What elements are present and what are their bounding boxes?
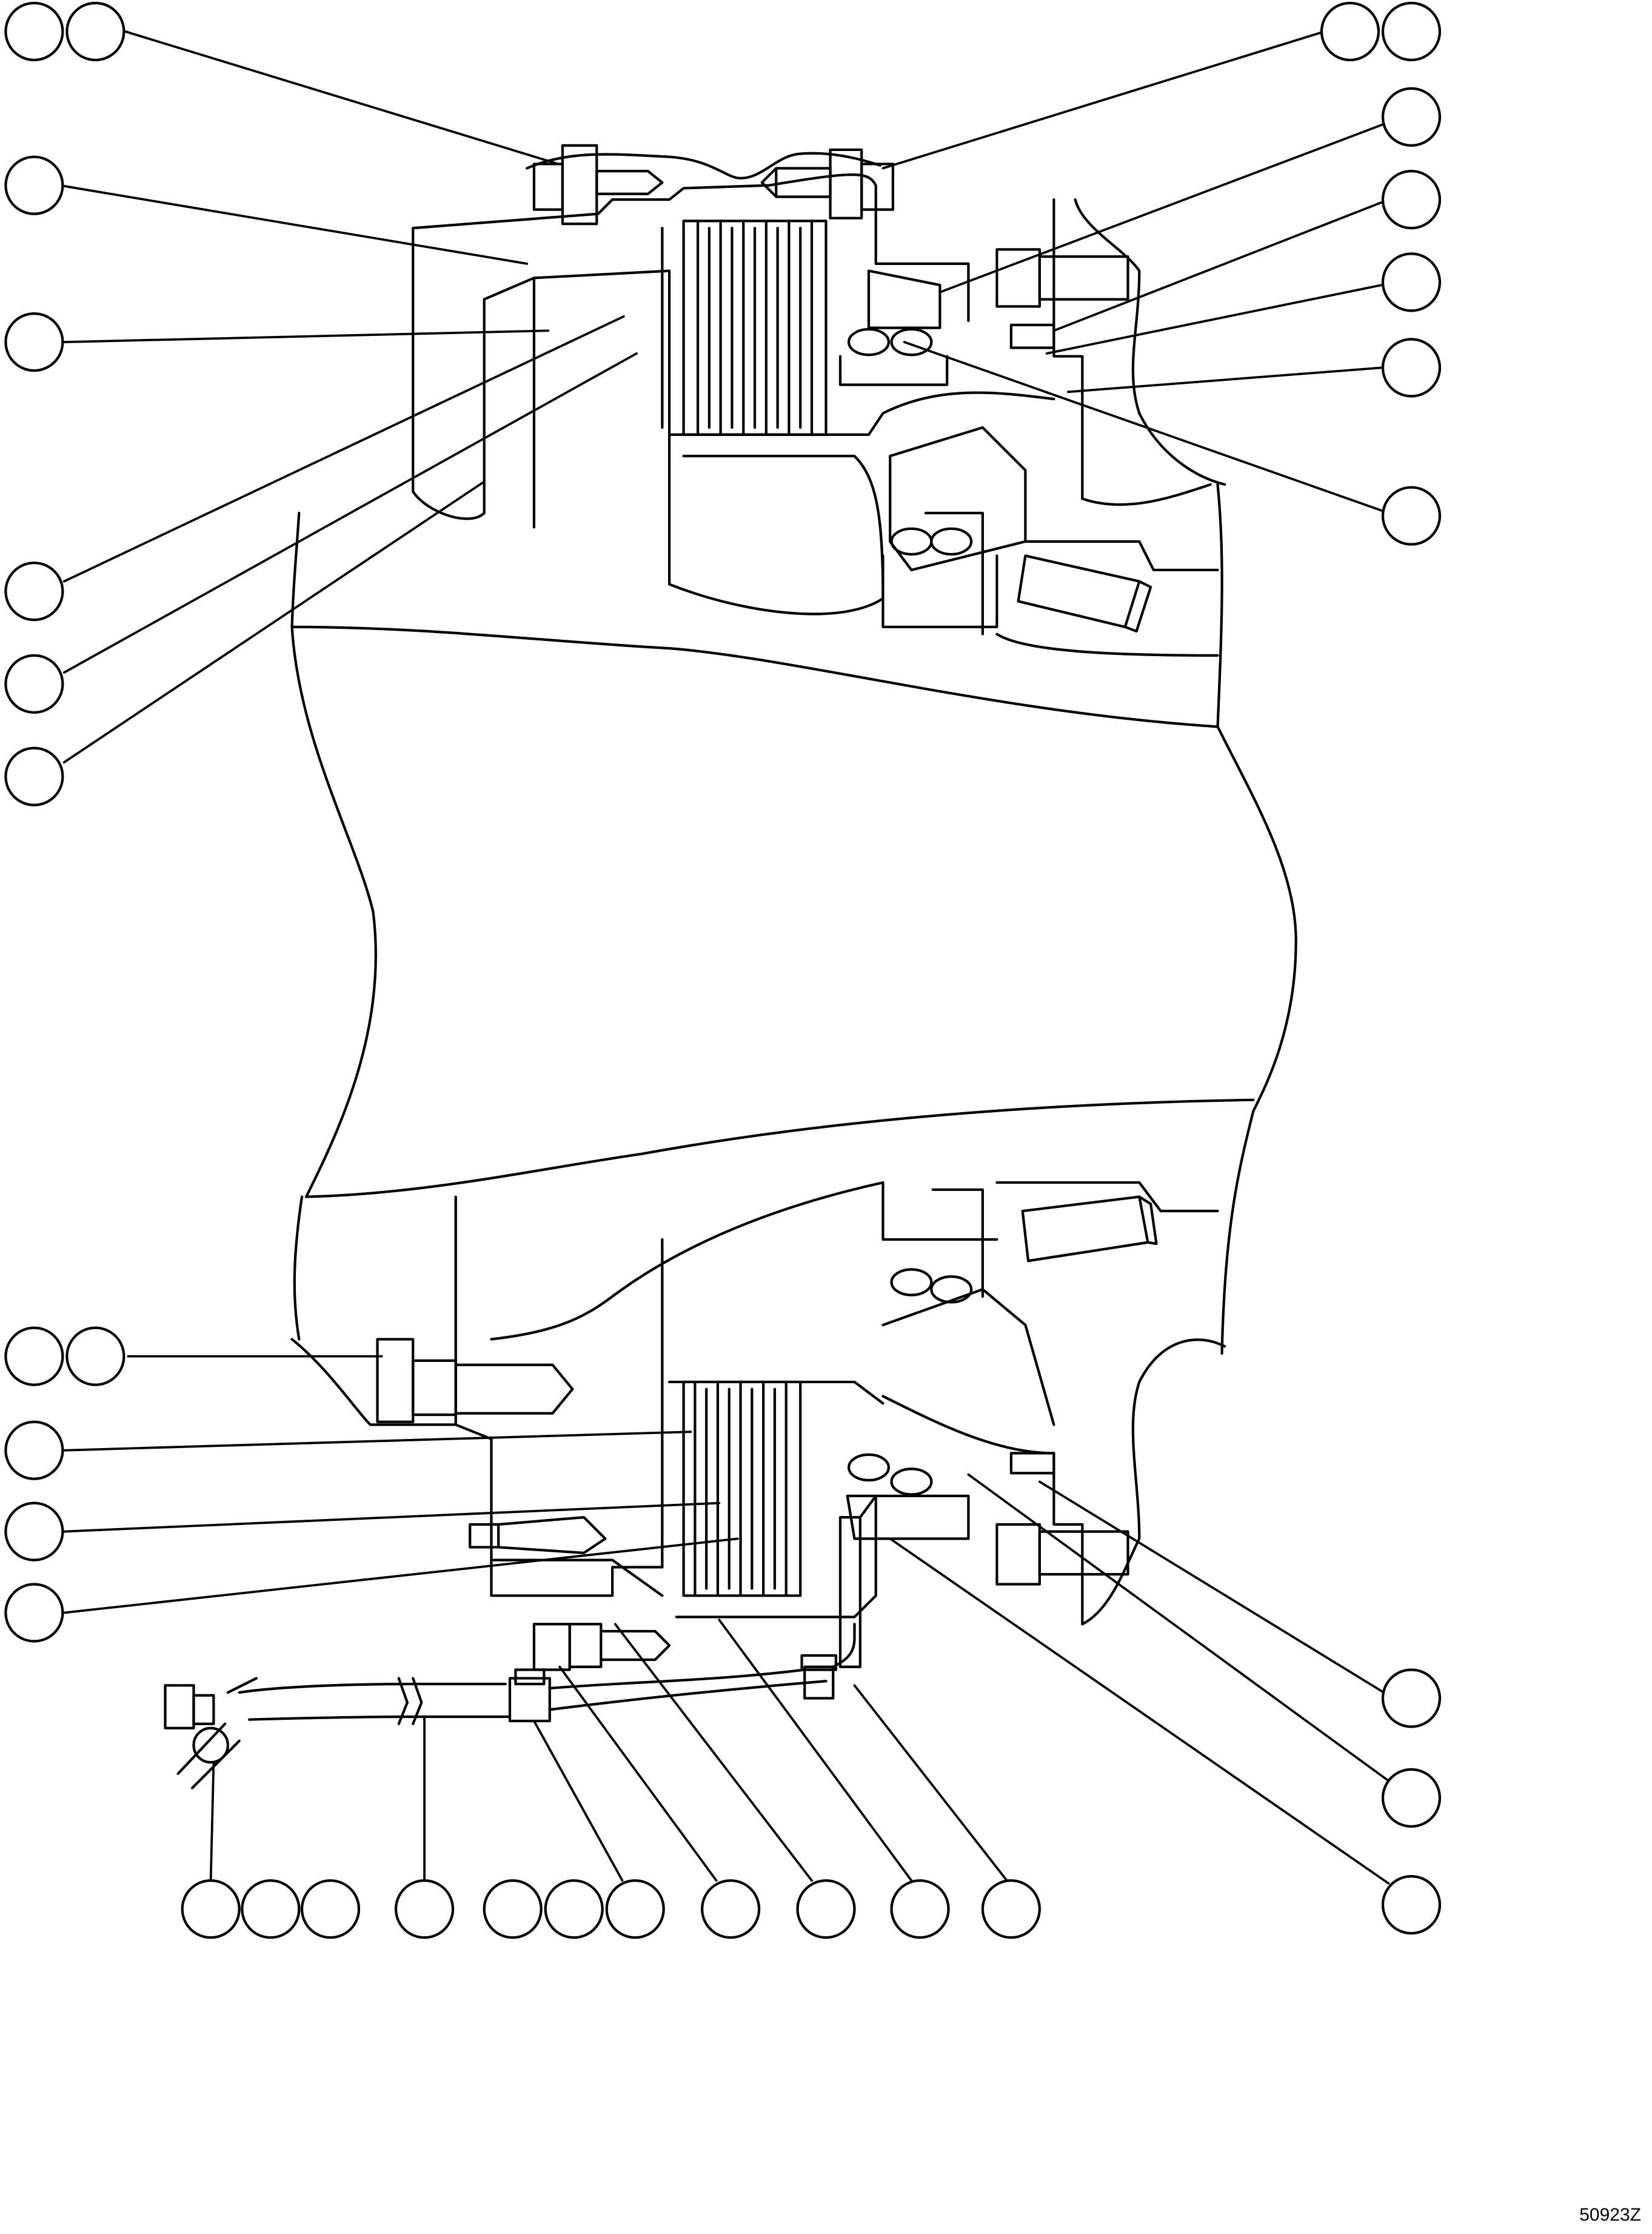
callout-7 [1381,170,1442,230]
callout-29 [605,1879,665,1939]
upper-brake-section [412,144,1226,657]
callout-25 [300,1879,361,1939]
lower-brake-section [290,1181,1226,1668]
callout-11 [1381,486,1442,546]
callout-17 [4,1420,64,1480]
callout-8 [1381,252,1442,312]
callout-15 [4,1326,64,1386]
callout-6 [1381,87,1442,147]
callout-33 [981,1879,1041,1939]
callout-10 [4,312,64,372]
callout-21 [1381,1768,1442,1828]
callout-14 [4,746,64,807]
drawing-code: 50923Z [1579,2205,1641,2225]
callout-18 [4,1501,64,1561]
axle-housing [290,483,1297,1355]
callout-23 [181,1879,241,1939]
callout-circles [4,1,1442,1939]
callout-31 [796,1879,856,1939]
callout-30 [701,1879,761,1939]
callout-22 [1381,1874,1442,1935]
callout-19 [4,1583,64,1643]
callout-13 [4,654,64,714]
callout-28 [544,1879,604,1939]
leader-lines [58,30,1393,1885]
callout-2 [65,1,125,62]
callout-32 [890,1879,950,1939]
callout-12 [4,562,64,622]
brake-line [164,1623,856,1790]
callout-5 [4,155,64,215]
upper-disc-pack [682,220,828,436]
callout-4 [1381,1,1442,62]
callout-27 [483,1879,543,1939]
callout-24 [241,1879,301,1939]
callout-26 [394,1879,455,1939]
callout-1 [4,1,64,62]
callout-3 [1320,1,1380,62]
callout-20 [1381,1668,1442,1728]
callout-16 [65,1326,125,1386]
lower-disc-pack [682,1380,802,1597]
callout-9 [1381,338,1442,398]
